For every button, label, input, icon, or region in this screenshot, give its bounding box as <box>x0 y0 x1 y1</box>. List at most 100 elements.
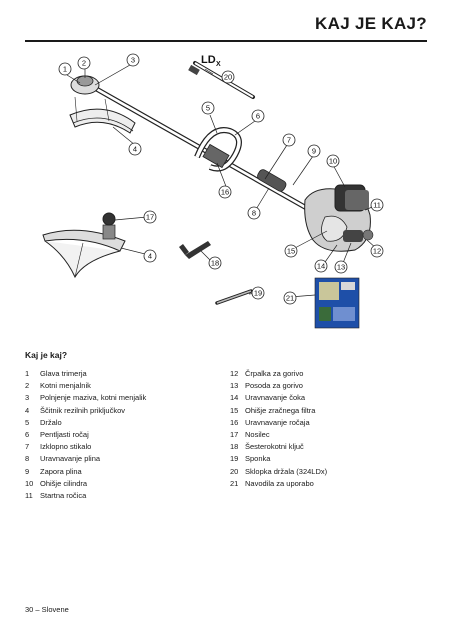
svg-text:11: 11 <box>373 201 381 210</box>
svg-text:6: 6 <box>256 112 260 121</box>
part-label: Izklopno stikalo <box>40 442 92 452</box>
part-number: 8 <box>25 454 30 464</box>
svg-text:4: 4 <box>148 252 152 261</box>
svg-text:2: 2 <box>82 59 86 68</box>
list-item: 4 Ščitnik rezilnih priključkov <box>25 405 146 417</box>
svg-text:7: 7 <box>287 136 291 145</box>
svg-text:5: 5 <box>206 104 210 113</box>
svg-text:17: 17 <box>146 213 154 222</box>
part-label: Uravnavanje čoka <box>245 393 306 403</box>
list-item: 9 Zapora plina <box>25 466 146 478</box>
list-item: 3 Polnjenje maziva, kotni menjalik <box>25 392 146 404</box>
callout-1: 1 <box>58 62 72 76</box>
engine-unit <box>304 184 374 252</box>
part-label: Sklopka držala (324LDx) <box>245 466 328 476</box>
svg-text:15: 15 <box>287 247 295 256</box>
part-label: Startna ročica <box>40 491 87 501</box>
callout-21: 21 <box>283 291 297 305</box>
callout-3: 3 <box>126 53 140 67</box>
svg-text:19: 19 <box>254 289 262 298</box>
part-number: 14 <box>230 393 239 403</box>
throttle-grip <box>257 169 287 192</box>
list-item: 14 Uravnavanje čoka <box>230 392 327 404</box>
svg-text:21: 21 <box>286 294 294 303</box>
part-label: Šesterokotni ključ <box>245 442 304 452</box>
part-number: 16 <box>230 417 239 427</box>
hex-key <box>179 241 211 259</box>
part-number: 5 <box>25 417 30 427</box>
part-label: Posoda za gorivo <box>245 381 303 391</box>
part-label: Sponka <box>245 454 271 464</box>
callout-2: 2 <box>77 56 91 70</box>
page-footer: 30 – Slovene <box>25 605 69 614</box>
part-label: Zapora plina <box>40 466 82 476</box>
part-label: Uravnavanje plina <box>40 454 101 464</box>
svg-text:20: 20 <box>224 73 232 82</box>
part-label: Črpalka za gorivo <box>245 369 304 378</box>
part-label: Ohišje zračnega filtra <box>245 405 316 415</box>
list-item: 11 Startna ročica <box>25 490 146 502</box>
svg-text:12: 12 <box>373 247 381 256</box>
callout-6: 6 <box>251 109 265 123</box>
part-label: Uravnavanje ročaja <box>245 417 310 427</box>
callout-19: 19 <box>251 286 265 300</box>
svg-text:18: 18 <box>211 259 219 268</box>
callout-14: 14 <box>314 259 328 273</box>
svg-text:1: 1 <box>63 65 67 74</box>
part-label: Ohišje cilindra <box>40 478 88 488</box>
list-item: 18 Šesterokotni ključ <box>230 441 327 453</box>
list-item: 19 Sponka <box>230 453 327 465</box>
callout-13: 13 <box>334 260 348 274</box>
callout-8: 8 <box>247 206 261 220</box>
callout-20: 20 <box>221 70 235 84</box>
part-label: Polnjenje maziva, kotni menjalik <box>40 393 147 403</box>
part-number: 4 <box>25 405 30 415</box>
part-label: Glava trimerja <box>40 369 87 378</box>
part-number: 1 <box>25 369 30 378</box>
callout-5: 5 <box>201 101 215 115</box>
page-header: KAJ JE KAJ? <box>25 10 427 42</box>
trimmer-illustration: 1 2 3 4 5 6 7 9 10 11 12 13 14 15 16 8 1… <box>42 53 384 329</box>
part-label: Držalo <box>40 417 62 427</box>
part-number: 20 <box>230 466 239 476</box>
list-item: 5 Držalo <box>25 417 146 429</box>
callout-12: 12 <box>370 244 384 258</box>
part-label: Pentljasti ročaj <box>40 430 89 440</box>
blade-guard <box>42 212 126 279</box>
callout-4: 4 <box>128 142 142 156</box>
section-heading: Kaj je kaj? <box>25 350 68 360</box>
callout-15: 15 <box>284 244 298 258</box>
list-item: 12 Črpalka za gorivo <box>230 368 327 380</box>
svg-text:10: 10 <box>329 157 337 166</box>
part-number: 11 <box>25 491 33 501</box>
part-label: Navodila za uporabo <box>245 478 314 488</box>
part-number: 12 <box>230 369 239 378</box>
part-number: 19 <box>230 454 239 464</box>
callout-7: 7 <box>282 133 296 147</box>
list-item: 20 Sklopka držala (324LDx) <box>230 466 327 478</box>
trimmer-head <box>69 75 136 134</box>
part-label: Ščitnik rezilnih priključkov <box>40 405 126 415</box>
svg-text:14: 14 <box>317 262 325 271</box>
list-item: 8 Uravnavanje plina <box>25 453 146 465</box>
part-number: 7 <box>25 442 30 452</box>
part-number: 18 <box>230 442 239 452</box>
list-item: 16 Uravnavanje ročaja <box>230 417 327 429</box>
list-item: 7 Izklopno stikalo <box>25 441 146 453</box>
part-number: 9 <box>25 466 30 476</box>
loop-handle <box>194 127 242 172</box>
svg-text:8: 8 <box>252 209 256 218</box>
svg-text:3: 3 <box>131 56 135 65</box>
part-number: 3 <box>25 393 30 403</box>
svg-text:16: 16 <box>221 188 229 197</box>
callout-11: 11 <box>370 198 384 212</box>
